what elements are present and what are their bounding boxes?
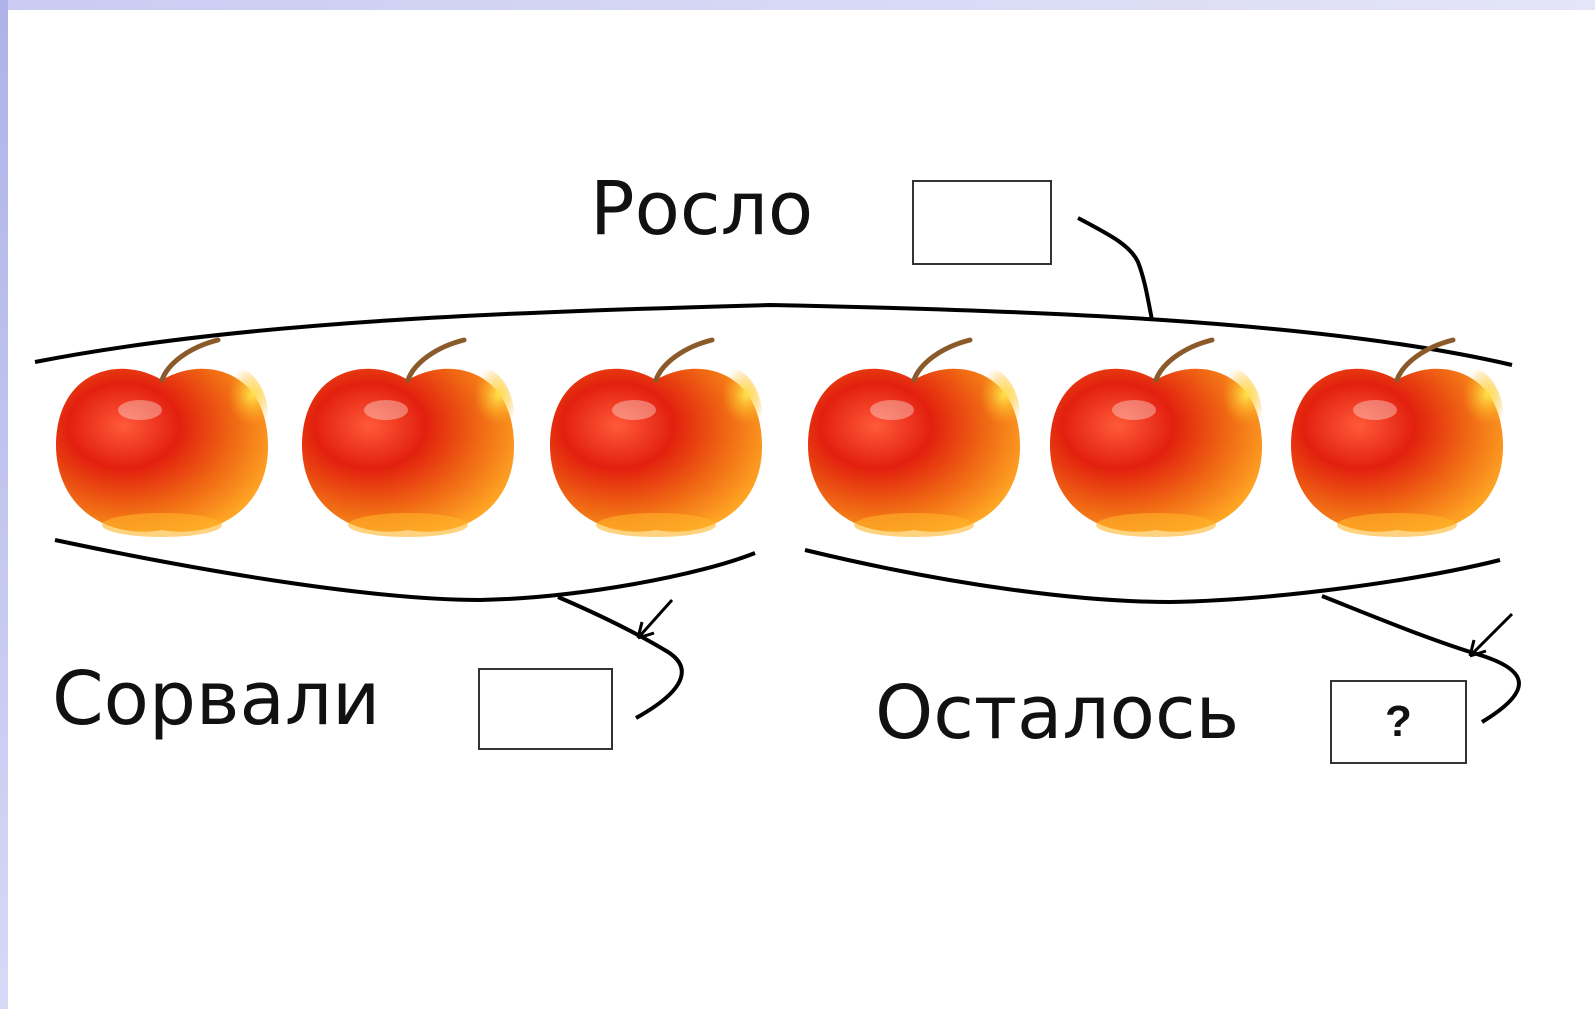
picked-answer-box[interactable] <box>478 668 613 750</box>
apple-icon <box>807 337 1021 537</box>
left-arrow <box>1468 612 1514 658</box>
left-answer-box[interactable]: ? <box>1330 680 1467 764</box>
apple-icon <box>1049 337 1263 537</box>
apple-icon <box>549 337 763 537</box>
slide-top-border <box>0 0 1595 10</box>
top-brace <box>34 302 1513 367</box>
top-brace-stem <box>1077 216 1154 321</box>
apple-icon <box>1290 337 1504 537</box>
picked-brace <box>54 538 756 603</box>
slide-left-border <box>0 0 8 1009</box>
grew-label: Росло <box>590 166 814 252</box>
picked-brace-stem <box>557 595 684 720</box>
apple-icon <box>301 337 515 537</box>
left-brace <box>804 548 1501 605</box>
left-label: Осталось <box>875 670 1240 756</box>
picked-arrow <box>636 598 674 640</box>
picked-label: Сорвали <box>52 656 381 742</box>
left-brace-stem <box>1321 594 1521 724</box>
apple-icon <box>55 337 269 537</box>
grew-answer-box[interactable] <box>912 180 1052 265</box>
